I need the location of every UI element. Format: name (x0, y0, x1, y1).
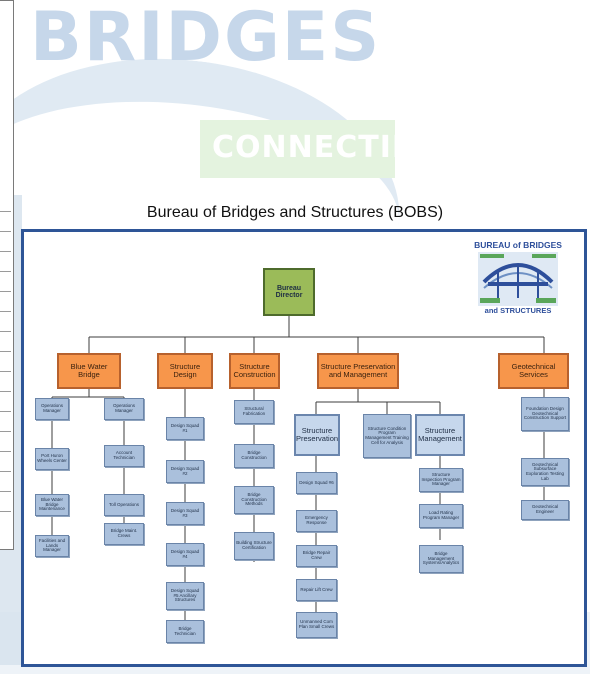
unit-box: Structure Condition Program Management T… (363, 414, 411, 458)
unit-box: Bridge Repair Crew (296, 545, 337, 567)
panel-divider (0, 371, 11, 372)
panel-divider (0, 491, 11, 492)
division-geotechnical-services: Geotechnical Services (498, 353, 569, 389)
unit-box: Facilities and Lands Manager (35, 535, 69, 557)
unit-box: Design Squad #5 Ancillary Structures (166, 582, 204, 610)
unit-box: Operations Manager (35, 398, 69, 420)
unit-box: Load Rating Program Manager (419, 504, 463, 528)
panel-divider (0, 511, 11, 512)
panel-divider (0, 331, 11, 332)
background-tagline-word: CONNECTING (212, 130, 444, 165)
division-structure-construction: Structure Construction (229, 353, 280, 389)
division-structure-design: Structure Design (157, 353, 213, 389)
unit-box: Operations Manager (104, 398, 144, 420)
unit-box: Bridge Construction Methods (234, 486, 274, 514)
panel-divider (0, 391, 11, 392)
unit-box: Foundation Design Geotechnical Construct… (521, 397, 569, 431)
unit-box: Structural Fabrication (234, 400, 274, 424)
unit-box: Bridge Maint. Crews (104, 523, 144, 545)
unit-box: Unmanned Com Plan Small Crews (296, 612, 337, 638)
panel-divider (0, 411, 11, 412)
unit-box: Building Structure Certification (234, 532, 274, 560)
unit-box: Bridge Technician (166, 620, 204, 643)
bureau-director-box: Bureau Director (263, 268, 315, 316)
bobs-logo: BUREAU of BRIDGES and STRUCTURES (473, 240, 563, 316)
panel-divider (0, 451, 11, 452)
org-chart-frame: BUREAU of BRIDGES and STRUCTURES Bureau … (21, 229, 587, 667)
panel-divider (0, 471, 11, 472)
logo-title: BUREAU of BRIDGES (474, 240, 562, 250)
unit-box: Port Huron Wheels Center (35, 448, 69, 470)
panel-divider (0, 271, 11, 272)
panel-divider (0, 431, 11, 432)
unit-box: Design Squad #2 (166, 460, 204, 483)
background-title-word: BRIDGES (30, 0, 382, 77)
subdivision-structure-management: Structure Management (415, 414, 465, 456)
unit-box: Design Squad #3 (166, 502, 204, 525)
panel-divider (0, 311, 11, 312)
unit-box: Bridge Construction (234, 444, 274, 468)
left-side-panel (0, 0, 14, 550)
panel-divider (0, 291, 11, 292)
panel-divider (0, 231, 11, 232)
unit-box: Structure Inspection Program Manager (419, 468, 463, 492)
division-structure-preservation-management: Structure Preservation and Management (317, 353, 399, 389)
division-blue-water-bridge: Blue Water Bridge (57, 353, 121, 389)
unit-box: Account Technician (104, 445, 144, 467)
panel-divider (0, 351, 11, 352)
bridge-logo-icon (478, 252, 558, 306)
unit-box: Emergency Response (296, 510, 337, 532)
unit-box: Geotechnical Engineer (521, 500, 569, 520)
panel-divider (0, 211, 11, 212)
unit-box: Repair Lift Crew (296, 579, 337, 601)
figure-caption: Bureau of Bridges and Structures (BOBS) (146, 204, 444, 221)
unit-box: Design Squad #6 (296, 472, 337, 494)
unit-box: Design Squad #1 (166, 417, 204, 440)
unit-box: Blue Water Bridge Maintenance (35, 494, 69, 516)
unit-box: Geotechnical Subsurface Exploration Test… (521, 458, 569, 486)
background-green-band (200, 120, 395, 178)
subdivision-structure-preservation: Structure Preservation (294, 414, 340, 456)
unit-box: Design Squad #4 (166, 543, 204, 566)
unit-box: Bridge Management Systems/Analytics (419, 545, 463, 573)
panel-divider (0, 251, 11, 252)
logo-subtitle: and STRUCTURES (484, 306, 552, 315)
unit-box: Toll Operations (104, 494, 144, 516)
